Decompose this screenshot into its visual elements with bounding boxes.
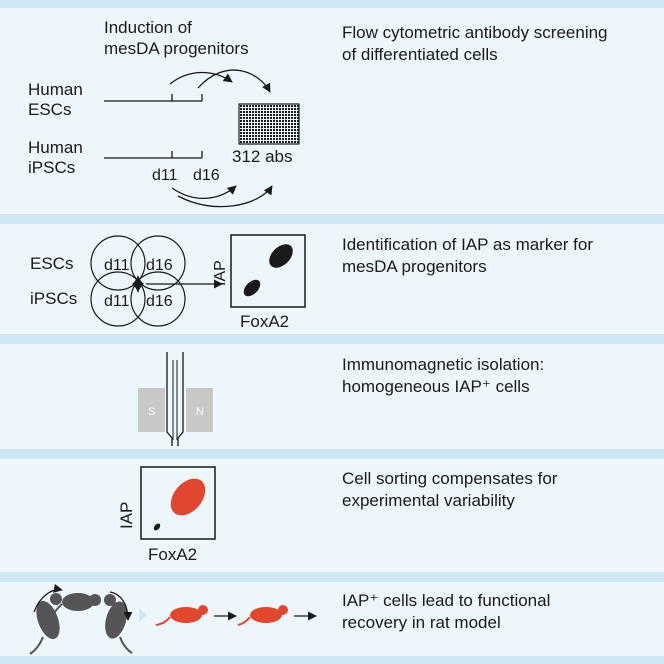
separator-band: [0, 0, 664, 8]
day-label: d11: [152, 167, 178, 184]
population-low: [243, 279, 261, 297]
row-label: iPSCs: [30, 289, 77, 308]
arrow-icon: [109, 591, 133, 621]
human-ipsc-label: iPSCs: [28, 158, 75, 177]
panel-4: Cell sorting compensates for experimenta…: [117, 466, 558, 564]
magnet-north-label: N: [196, 406, 204, 418]
separator-band: [0, 449, 664, 459]
arrow-icon: [169, 71, 233, 85]
row-label: ESCs: [30, 254, 73, 273]
panel-2: Identification of IAP as marker for mesD…: [30, 234, 593, 331]
plot-xlabel: FoxA2: [240, 312, 289, 331]
circle-label: d11: [104, 293, 130, 310]
human-ipsc-label: Human: [28, 138, 83, 157]
panel-1: Flow cytometric antibody screening of di…: [28, 18, 608, 208]
step-description: of differentiated cells: [342, 45, 498, 64]
population-sorted: [170, 478, 206, 516]
facs-plot-frame: [230, 234, 306, 308]
panel-3: Immunomagnetic isolation: homogeneous IA…: [138, 352, 544, 446]
magnet-south-label: S: [148, 406, 155, 418]
arrow-icon: [197, 69, 271, 93]
step-description: homogeneous IAP⁺ cells: [342, 377, 530, 396]
chevron-icon: [0, 214, 330, 224]
chevron-icon: [0, 449, 330, 459]
step-description: Identification of IAP as marker for: [342, 235, 593, 254]
dark-rat-icon: [104, 594, 133, 654]
chevron-icon: [0, 572, 330, 582]
facs-plot-frame: [140, 466, 216, 540]
human-esc-label: ESCs: [28, 100, 71, 119]
step-description: recovery in rat model: [342, 613, 501, 632]
induction-title: mesDA progenitors: [104, 39, 249, 58]
separator-band: [0, 656, 664, 664]
venn-circles: [90, 235, 186, 327]
population-high: [269, 244, 293, 268]
separator-band: [0, 572, 664, 582]
circle-label: d16: [146, 257, 173, 274]
separator-band: [0, 214, 664, 224]
chevron-icon: [139, 608, 147, 622]
plot-ylabel: IAP: [117, 502, 136, 529]
chevron-icon: [0, 334, 330, 344]
induction-title: Induction of: [104, 18, 192, 37]
red-rat-icon: [155, 605, 208, 626]
intersection-marker: [132, 275, 144, 293]
arrow-icon: [171, 185, 237, 200]
plot-ylabel: IAP: [212, 260, 229, 286]
ipsc-timeline: [104, 151, 203, 159]
population-residual: [153, 523, 161, 531]
circle-label: d11: [104, 257, 130, 274]
step-description: mesDA progenitors: [342, 257, 487, 276]
plot-xlabel: FoxA2: [148, 545, 197, 564]
plate-label: 312 abs: [232, 147, 293, 166]
step-description: IAP⁺ cells lead to functional: [342, 591, 550, 610]
magnet-column-icon: S N: [138, 352, 213, 446]
panel-5: IAP⁺ cells lead to functional recovery i…: [29, 583, 550, 655]
dark-rat-icon: [49, 593, 101, 623]
arrow-icon: [33, 583, 63, 613]
antibody-plate-icon: [238, 103, 300, 145]
human-esc-label: Human: [28, 80, 83, 99]
red-rat-icon: [237, 605, 288, 626]
step-description: Flow cytometric antibody screening: [342, 23, 608, 42]
esc-timeline: [104, 94, 203, 102]
dark-rat-icon: [29, 593, 62, 655]
step-description: experimental variability: [342, 491, 515, 510]
arrow-icon: [177, 185, 273, 208]
circle-label: d16: [146, 293, 173, 310]
separator-band: [0, 334, 664, 344]
step-description: Cell sorting compensates for: [342, 469, 558, 488]
day-label: d16: [193, 167, 220, 184]
step-description: Immunomagnetic isolation:: [342, 355, 544, 374]
